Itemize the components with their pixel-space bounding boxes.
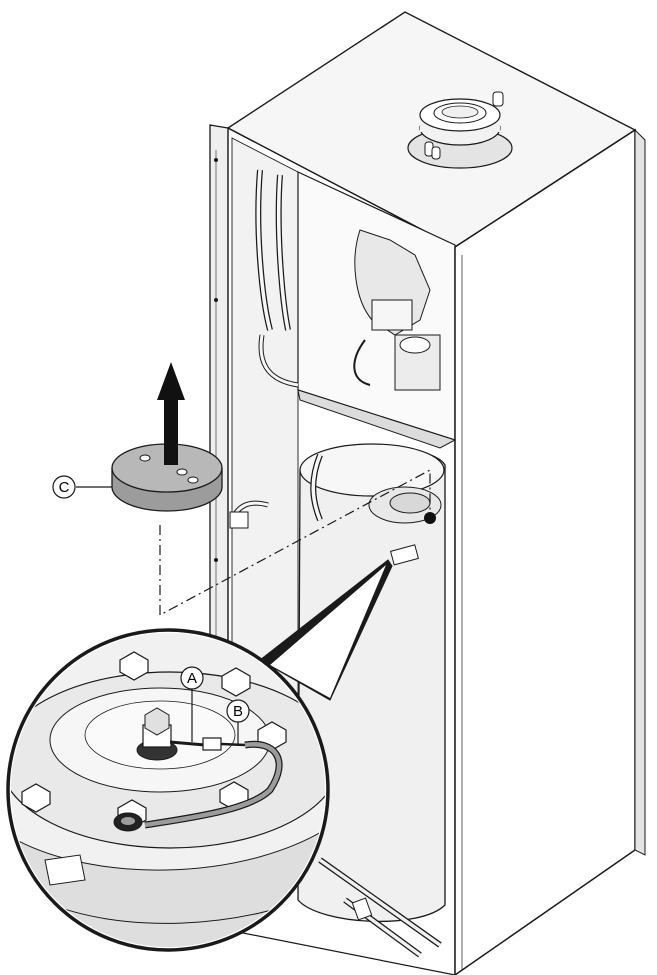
flue-adapter (407, 91, 513, 169)
callout-c-label: C (59, 479, 70, 496)
storage-tank (229, 443, 446, 958)
callout-a: A (180, 666, 204, 742)
callout-b-label: B (233, 703, 243, 720)
guide-lines (159, 468, 431, 617)
burner-compartment (255, 169, 457, 449)
callout-a-label: A (187, 670, 197, 687)
detail-zoom (6, 559, 393, 952)
arrow-up-icon (157, 362, 185, 465)
cover-c (111, 443, 223, 512)
callout-c: C (52, 475, 112, 499)
callout-b: B (226, 699, 250, 744)
cabinet-front-panel (454, 128, 646, 975)
